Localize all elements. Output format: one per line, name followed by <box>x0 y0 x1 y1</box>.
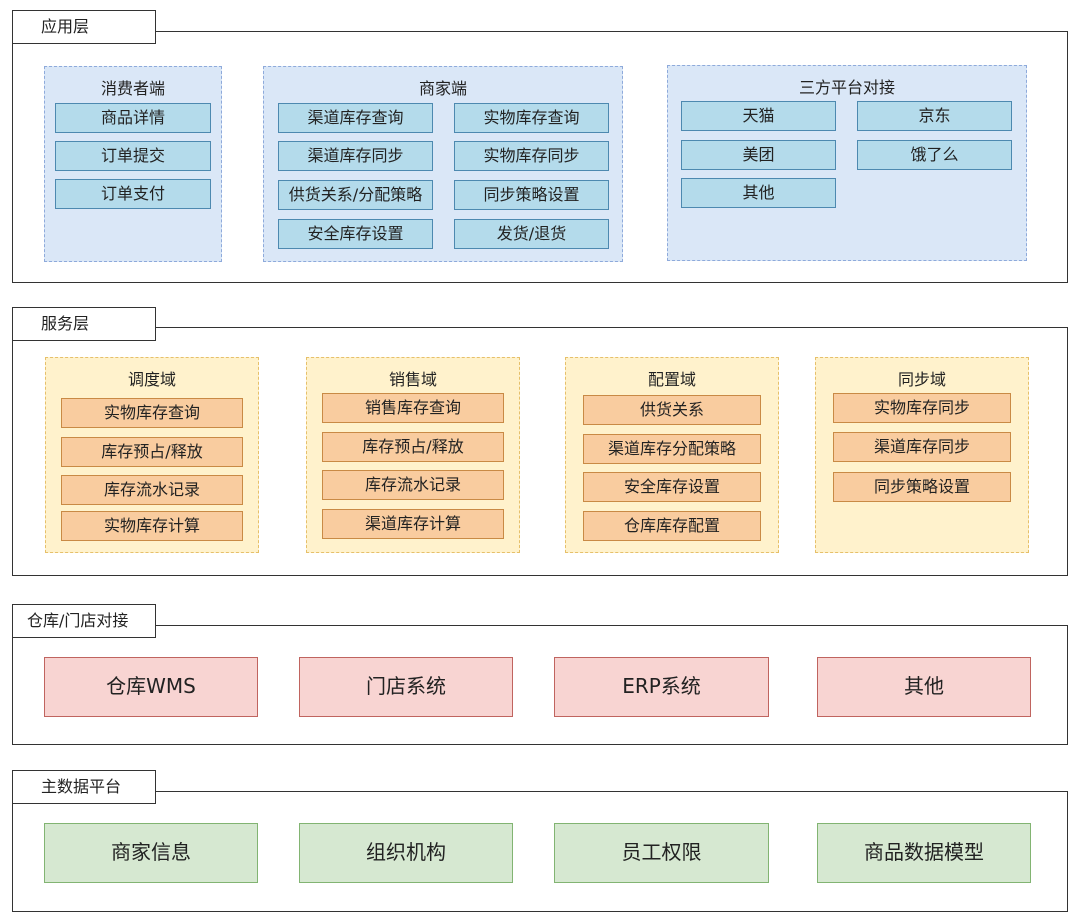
master-data-item: 组织机构 <box>299 823 513 883</box>
consumer-item: 订单提交 <box>55 141 211 171</box>
master-data-item: 员工权限 <box>554 823 769 883</box>
consumer-group-title: 消费者端 <box>100 79 165 98</box>
merchant-item: 渠道库存同步 <box>278 141 433 171</box>
sales-item: 销售库存查询 <box>322 393 504 423</box>
master-data-item: 商品数据模型 <box>817 823 1031 883</box>
sync-item: 同步策略设置 <box>833 472 1011 502</box>
sync-item: 实物库存同步 <box>833 393 1011 423</box>
consumer-item: 商品详情 <box>55 103 211 133</box>
config-item: 仓库库存配置 <box>583 511 761 541</box>
warehouse-item: 其他 <box>817 657 1031 717</box>
warehouse-item: ERP系统 <box>554 657 769 717</box>
warehouse-item: 仓库WMS <box>44 657 258 717</box>
master-data-layer-title: 主数据平台 <box>12 770 156 804</box>
third-party-item: 美团 <box>681 140 836 170</box>
config-item: 安全库存设置 <box>583 472 761 502</box>
dispatch-item: 实物库存计算 <box>61 511 243 541</box>
sales-item: 库存预占/释放 <box>322 432 504 462</box>
third-party-item: 其他 <box>681 178 836 208</box>
third-party-item: 京东 <box>857 101 1012 131</box>
merchant-item: 实物库存查询 <box>454 103 609 133</box>
config-item: 供货关系 <box>583 395 761 425</box>
dispatch-item: 实物库存查询 <box>61 398 243 428</box>
master-data-item: 商家信息 <box>44 823 258 883</box>
sales-group-title: 销售域 <box>388 370 437 389</box>
dispatch-group-title: 调度域 <box>127 370 176 389</box>
app-layer-title: 应用层 <box>12 10 156 44</box>
third-party-item: 天猫 <box>681 101 836 131</box>
merchant-item: 供货关系/分配策略 <box>278 180 433 210</box>
merchant-item: 实物库存同步 <box>454 141 609 171</box>
dispatch-item: 库存预占/释放 <box>61 437 243 467</box>
sales-item: 库存流水记录 <box>322 470 504 500</box>
merchant-group-title: 商家端 <box>418 79 467 98</box>
merchant-item: 发货/退货 <box>454 219 609 249</box>
third-party-item: 饿了么 <box>857 140 1012 170</box>
dispatch-item: 库存流水记录 <box>61 475 243 505</box>
config-group-title: 配置域 <box>647 370 696 389</box>
merchant-item: 安全库存设置 <box>278 219 433 249</box>
sync-item: 渠道库存同步 <box>833 432 1011 462</box>
third-party-group-title: 三方平台对接 <box>798 78 895 97</box>
consumer-item: 订单支付 <box>55 179 211 209</box>
sales-item: 渠道库存计算 <box>322 509 504 539</box>
merchant-item: 渠道库存查询 <box>278 103 433 133</box>
merchant-item: 同步策略设置 <box>454 180 609 210</box>
config-item: 渠道库存分配策略 <box>583 434 761 464</box>
warehouse-item: 门店系统 <box>299 657 513 717</box>
warehouse-layer-title: 仓库/门店对接 <box>12 604 156 638</box>
sync-group-title: 同步域 <box>897 370 946 389</box>
service-layer-title: 服务层 <box>12 307 156 341</box>
